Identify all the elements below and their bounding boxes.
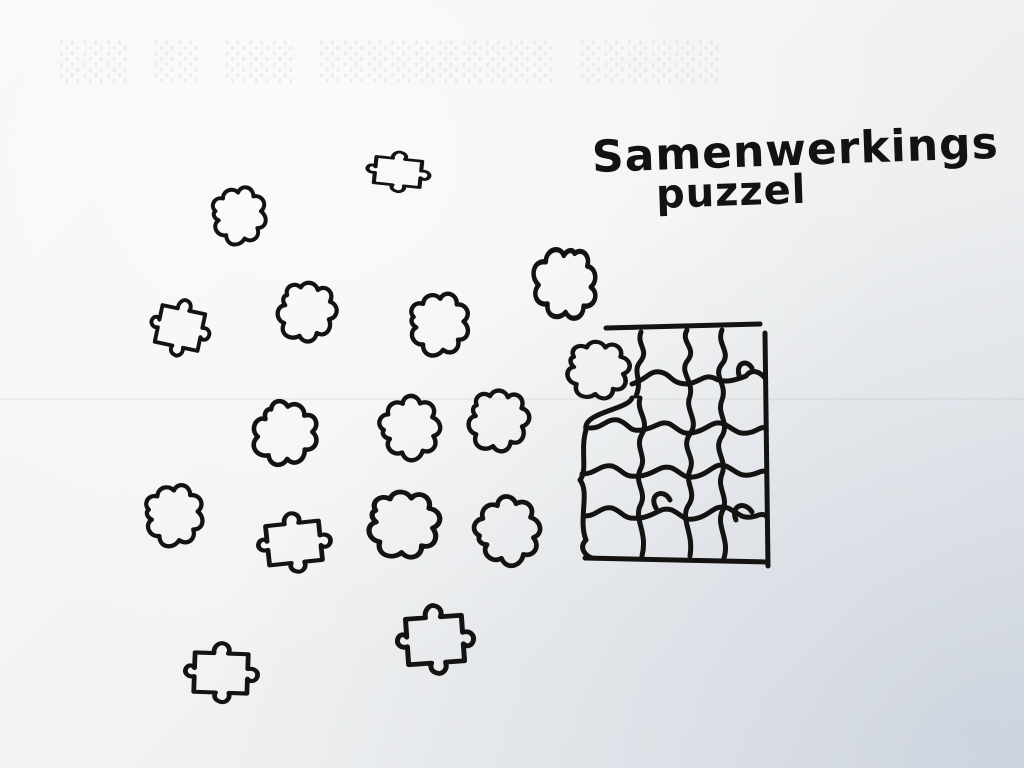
grid-bottom-line	[582, 555, 769, 565]
puzzle-piece	[372, 389, 450, 468]
show-through-line	[0, 398, 1024, 400]
grid-column-line	[682, 327, 696, 559]
grid-piece-knob	[732, 503, 755, 523]
puzzle-piece	[466, 487, 552, 574]
grid-column-line	[633, 329, 647, 399]
title-line-2: puzzel	[655, 166, 808, 218]
puzzle-piece	[255, 510, 333, 576]
grid-top-line	[603, 321, 763, 331]
grid-row-line	[587, 417, 769, 436]
puzzle-piece	[395, 603, 476, 676]
assembled-puzzle-grid	[577, 321, 771, 569]
puzzle-piece	[271, 276, 343, 350]
grid-piece-knob	[736, 360, 755, 381]
grid-row-line	[579, 462, 769, 480]
puzzle-piece	[463, 385, 534, 458]
grid-row-line	[581, 504, 769, 522]
puzzle-piece	[409, 292, 472, 357]
puzzle-piece	[143, 483, 207, 549]
puzzle-piece	[242, 391, 329, 478]
puzzle-piece	[184, 642, 258, 703]
puzzle-piece	[534, 250, 596, 319]
grid-piece-knob	[651, 491, 673, 511]
grid-left-line	[577, 395, 635, 561]
puzzle-piece	[365, 149, 431, 195]
show-through-text: ░░░ ░░ ░░░ ░░░░░░░░░░ ░░░░░░	[60, 42, 723, 83]
puzzle-piece	[209, 184, 270, 247]
puzzle-piece	[143, 292, 218, 364]
loose-puzzle-pieces	[143, 149, 633, 703]
puzzle-piece	[366, 488, 443, 562]
grid-column-line	[716, 327, 728, 561]
grid-row-line	[629, 369, 768, 387]
puzzle-piece	[564, 338, 633, 404]
grid-right-line	[762, 330, 771, 569]
